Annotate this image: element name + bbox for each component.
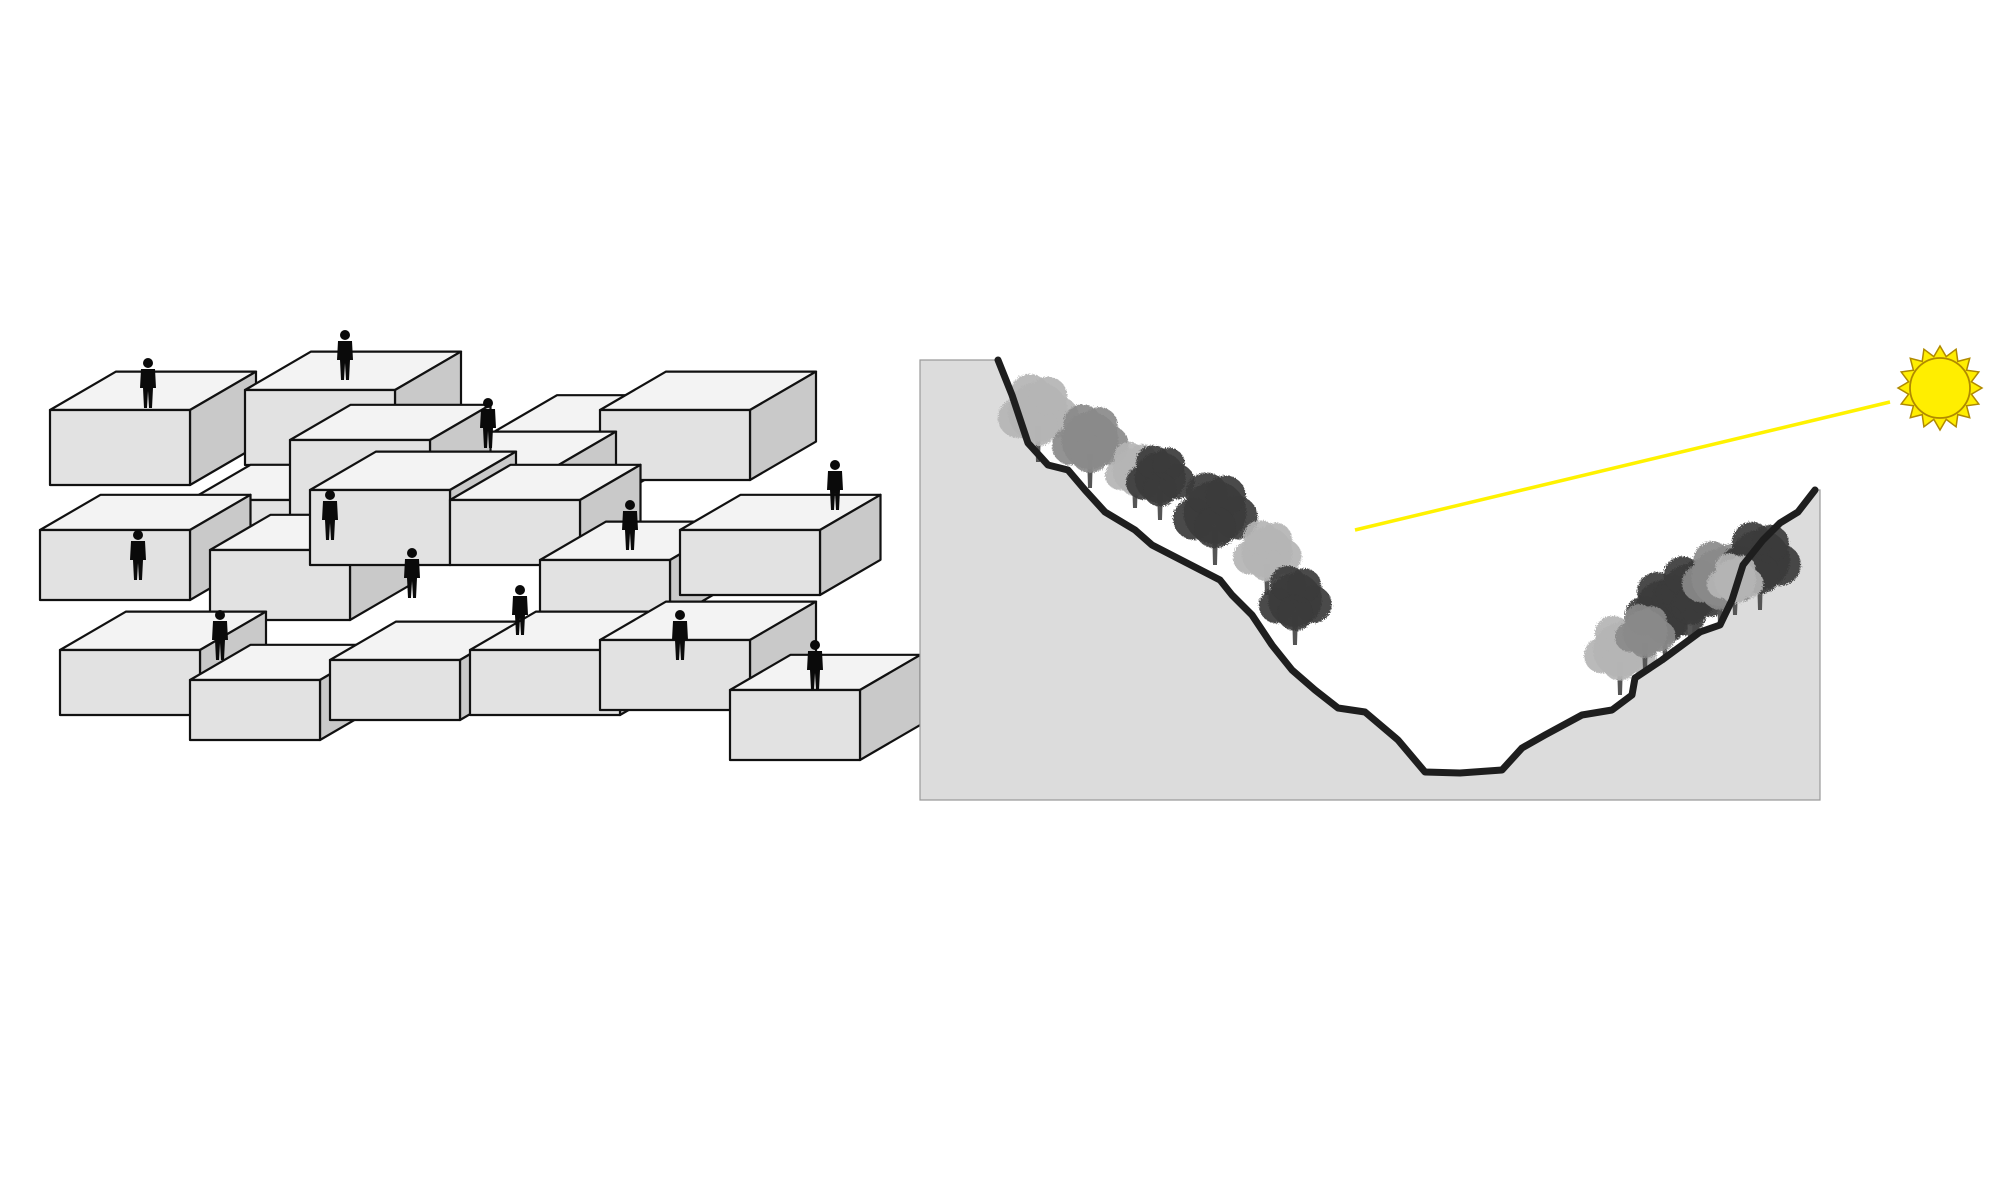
block <box>598 370 818 482</box>
stacked-blocks-diagram <box>38 330 922 820</box>
tree-icon <box>1173 472 1258 565</box>
block-front-face <box>188 678 322 742</box>
tree-group <box>998 374 1801 695</box>
block-front-face <box>678 528 822 597</box>
person-icon <box>807 640 823 690</box>
tree-icon <box>1615 604 1676 670</box>
block-front-face <box>208 548 352 622</box>
tree-icon <box>1052 404 1129 488</box>
person-icon <box>212 610 228 660</box>
stacked-blocks-svg <box>38 330 922 762</box>
block <box>678 493 882 597</box>
block-front-face <box>48 408 192 487</box>
person-icon <box>622 500 638 550</box>
person-icon <box>512 585 528 635</box>
tree-icon <box>1126 445 1195 520</box>
person-icon <box>404 548 420 598</box>
person-icon <box>322 490 338 540</box>
terrain-line <box>994 356 1819 777</box>
block-front-face <box>728 688 862 762</box>
person-icon <box>827 460 843 510</box>
person-icon <box>480 398 496 448</box>
valley-section-svg <box>919 344 1984 801</box>
block-front-face <box>328 658 462 722</box>
person-icon <box>130 530 146 580</box>
person-icon <box>337 330 353 380</box>
valley-section-diagram <box>919 340 1990 840</box>
block <box>48 370 258 487</box>
block-front-face <box>468 648 622 717</box>
block-front-face <box>598 638 752 712</box>
sun-icon <box>1896 344 1984 432</box>
sun-ray-line <box>1354 400 1891 532</box>
person-icon <box>140 358 156 408</box>
block-front-face <box>38 528 192 602</box>
person-icon <box>672 610 688 660</box>
block-front-face <box>58 648 202 717</box>
tree-icon <box>1259 565 1332 645</box>
